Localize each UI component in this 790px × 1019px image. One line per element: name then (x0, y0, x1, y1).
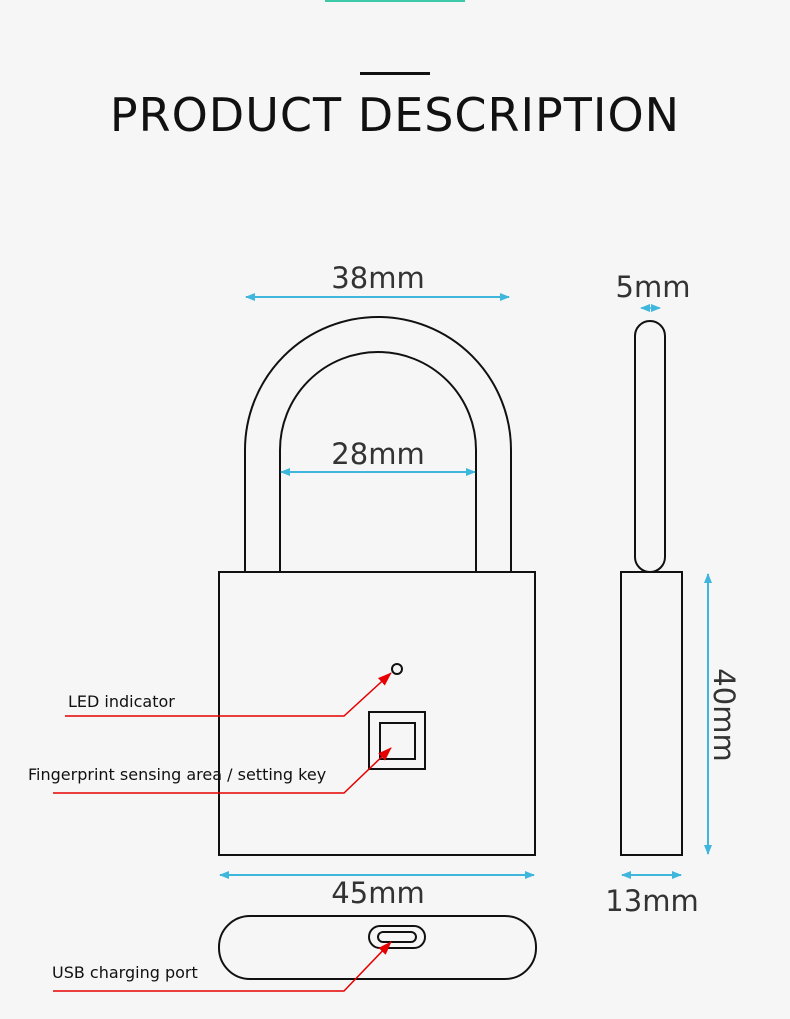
callout-label-fingerprint: Fingerprint sensing area / setting key (28, 765, 326, 784)
fingerprint-sensor-outer (368, 711, 426, 770)
dim-label-38mm: 38mm (331, 261, 424, 295)
usb-port-outer (368, 925, 426, 949)
callout-line-usb (53, 941, 392, 992)
dim-label-28mm: 28mm (331, 437, 424, 471)
heading-divider (360, 72, 430, 75)
side-lock-body (620, 571, 683, 856)
fingerprint-sensor-inner (379, 722, 416, 760)
usb-port-inner (377, 931, 417, 943)
bottom-view (218, 915, 537, 980)
dim-label-13mm: 13mm (605, 884, 698, 918)
callout-line-led (65, 672, 392, 717)
front-lock-body (218, 571, 536, 856)
front-shackle (244, 316, 512, 573)
page-title: PRODUCT DESCRIPTION (109, 88, 681, 142)
led-indicator-dot (391, 663, 403, 675)
side-shackle (634, 320, 666, 573)
top-accent-bar (325, 0, 465, 2)
dim-label-45mm: 45mm (331, 876, 424, 910)
callout-line-fingerprint (53, 747, 392, 794)
dim-label-40mm: 40mm (707, 668, 741, 761)
callout-label-led: LED indicator (68, 692, 175, 711)
dim-label-5mm: 5mm (616, 270, 691, 304)
callout-label-usb: USB charging port (52, 963, 198, 982)
